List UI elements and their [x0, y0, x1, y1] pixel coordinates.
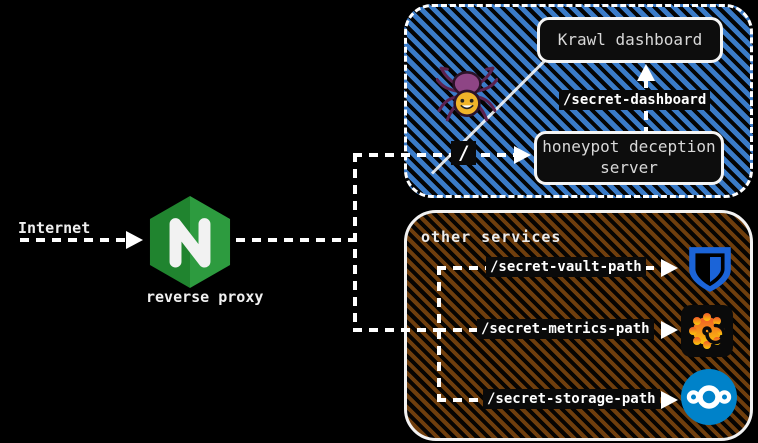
internet-arrow-line	[20, 238, 128, 242]
grafana-icon	[681, 305, 733, 357]
honeypot-server-label: honeypot deception server	[542, 137, 716, 177]
services-zone-title: other services	[421, 228, 562, 246]
krawl-dashboard-label: Krawl dashboard	[557, 29, 703, 49]
spider-icon	[435, 62, 499, 126]
trunk-split-line	[353, 153, 357, 332]
nextcloud-icon	[681, 369, 737, 425]
internet-arrow-head	[126, 231, 143, 249]
branch-honeypot-arrow-head	[514, 146, 531, 164]
vault-route-arrow-head	[661, 259, 678, 277]
metrics-path-label: /secret-metrics-path	[477, 319, 654, 339]
krawl-dashboard-box: Krawl dashboard	[537, 17, 723, 63]
dashboard-arrow-head	[637, 64, 655, 81]
vault-path-label: /secret-vault-path	[486, 257, 646, 277]
storage-path-label: /secret-storage-path	[483, 389, 660, 409]
proxy-trunk-line	[236, 238, 357, 242]
storage-route-arrow-head	[661, 391, 678, 409]
honeypot-server-box: honeypot deception server	[534, 131, 724, 185]
metrics-route-arrow-head	[661, 321, 678, 339]
nginx-logo	[147, 196, 233, 288]
services-branch-line	[437, 266, 441, 402]
reverse-proxy-label: reverse proxy	[146, 288, 264, 306]
secret-dashboard-path-label: /secret-dashboard	[559, 90, 711, 110]
internet-label: Internet	[18, 219, 91, 237]
branch-honeypot-line	[353, 153, 515, 157]
bitwarden-shield-icon	[684, 243, 736, 295]
branch-services-line	[353, 328, 441, 332]
root-path-label: /	[451, 141, 477, 165]
